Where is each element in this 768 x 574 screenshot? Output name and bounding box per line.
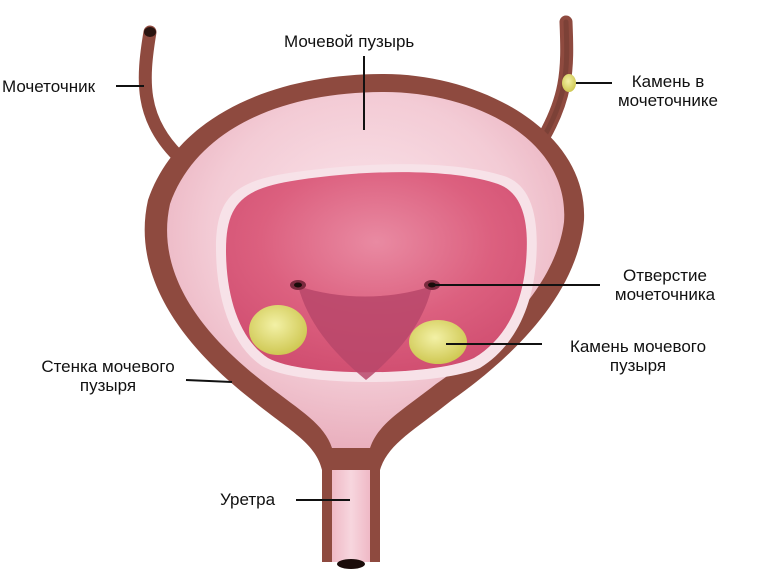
label-bladder-wall-line1: Стенка мочевого [41,357,175,376]
trigone [298,286,432,380]
ureter-stone [562,74,576,92]
label-bladder-wall: Стенка мочевого пузыря [18,357,198,395]
bladder-stone-right [409,320,467,364]
label-bladder: Мочевой пузырь [284,32,415,51]
left-ureter-opening [144,27,156,37]
left-ureter [138,25,185,163]
label-bladder-wall-line2: пузыря [79,376,137,395]
label-bladder-stone-line2: пузыря [609,356,667,375]
label-urethra: Уретра [220,490,276,509]
label-ureter-orifice: Отверстие мочеточника [600,266,730,304]
label-ureter-stone: Камень в мочеточнике [602,72,734,110]
label-bladder-stone: Камень мочевого пузыря [548,337,728,375]
bladder-stone-left [249,305,307,355]
label-ureter-stone-line2: мочеточнике [617,91,719,110]
urethra-opening [337,559,365,569]
leader-lines [116,56,612,501]
label-ureter-orifice-line2: мочеточника [614,285,716,304]
label-ureter-stone-line1: Камень в [631,72,705,91]
label-bladder-stone-line1: Камень мочевого [569,337,707,356]
label-ureter: Мочеточник [2,77,96,96]
leader-bladder-wall [185,379,233,383]
label-ureter-orifice-line1: Отверстие [623,266,707,285]
